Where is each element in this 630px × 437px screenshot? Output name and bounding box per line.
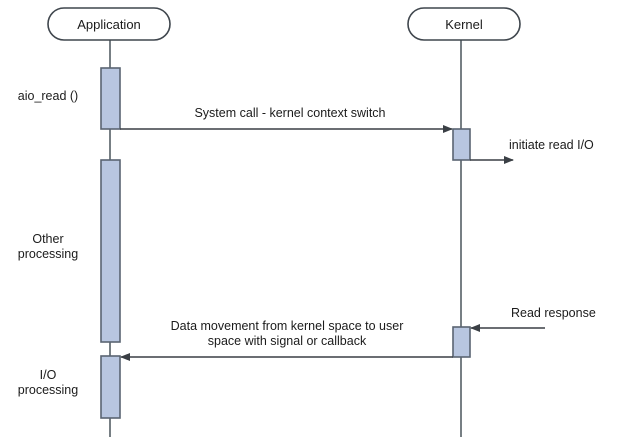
activation-bar-app-other-processing[interactable] xyxy=(100,159,121,343)
lifeline-header-box-application[interactable] xyxy=(47,7,171,41)
message-initiate-read-io[interactable]: initiate read I/O xyxy=(470,138,594,164)
activation-bar-app-aio-read[interactable] xyxy=(100,67,121,130)
activation-bar-kernel-initiate-read[interactable] xyxy=(452,128,471,161)
side-label-aio-read-call: aio_read () xyxy=(18,89,78,103)
lifeline-header-label-kernel: Kernel xyxy=(445,17,483,32)
activation-bars-group xyxy=(100,67,471,419)
message-label-system-call: System call - kernel context switch xyxy=(194,106,385,120)
lifeline-header-label-application: Application xyxy=(77,17,141,32)
activation-bar-app-io-processing[interactable] xyxy=(100,355,121,419)
lifeline-kernel[interactable]: Kernel xyxy=(407,7,521,437)
message-system-call[interactable]: System call - kernel context switch xyxy=(120,106,453,133)
message-label-initiate-read-io: initiate read I/O xyxy=(509,138,594,152)
activation-bar-kernel-read-response[interactable] xyxy=(452,326,471,358)
lifelines-group: Application Kernel xyxy=(47,7,521,437)
message-label-read-response: Read response xyxy=(511,306,596,320)
lifeline-header-box-kernel[interactable] xyxy=(407,7,521,41)
messages-group: System call - kernel context switch initi… xyxy=(120,106,596,361)
message-read-response[interactable]: Read response xyxy=(470,306,596,332)
